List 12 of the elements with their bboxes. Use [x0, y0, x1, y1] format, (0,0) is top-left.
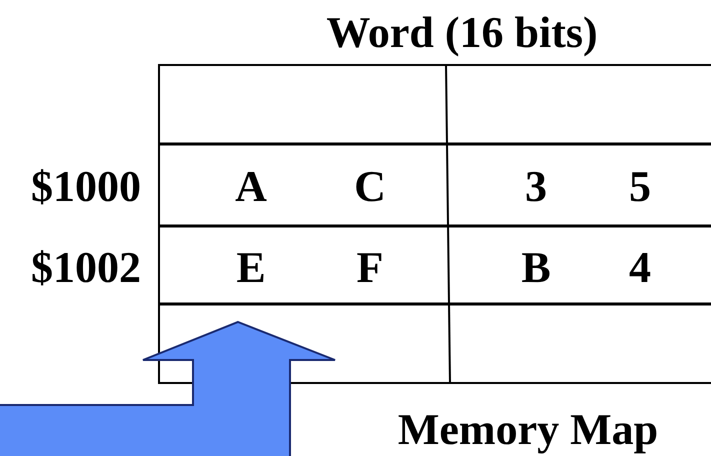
nibble-value: B: [521, 243, 551, 293]
table-heading: Word (16 bits): [326, 8, 598, 58]
diagram-caption: Memory Map: [398, 405, 658, 455]
address-label: $1002: [31, 243, 141, 293]
address-label: $1000: [31, 162, 141, 212]
nibble-value: F: [356, 243, 384, 293]
nibble-value: 4: [629, 243, 651, 293]
nibble-value: E: [236, 243, 266, 293]
nibble-value: 3: [525, 162, 547, 212]
nibble-value: C: [354, 162, 386, 212]
nibble-value: 5: [629, 162, 651, 212]
nibble-value: A: [235, 162, 267, 212]
